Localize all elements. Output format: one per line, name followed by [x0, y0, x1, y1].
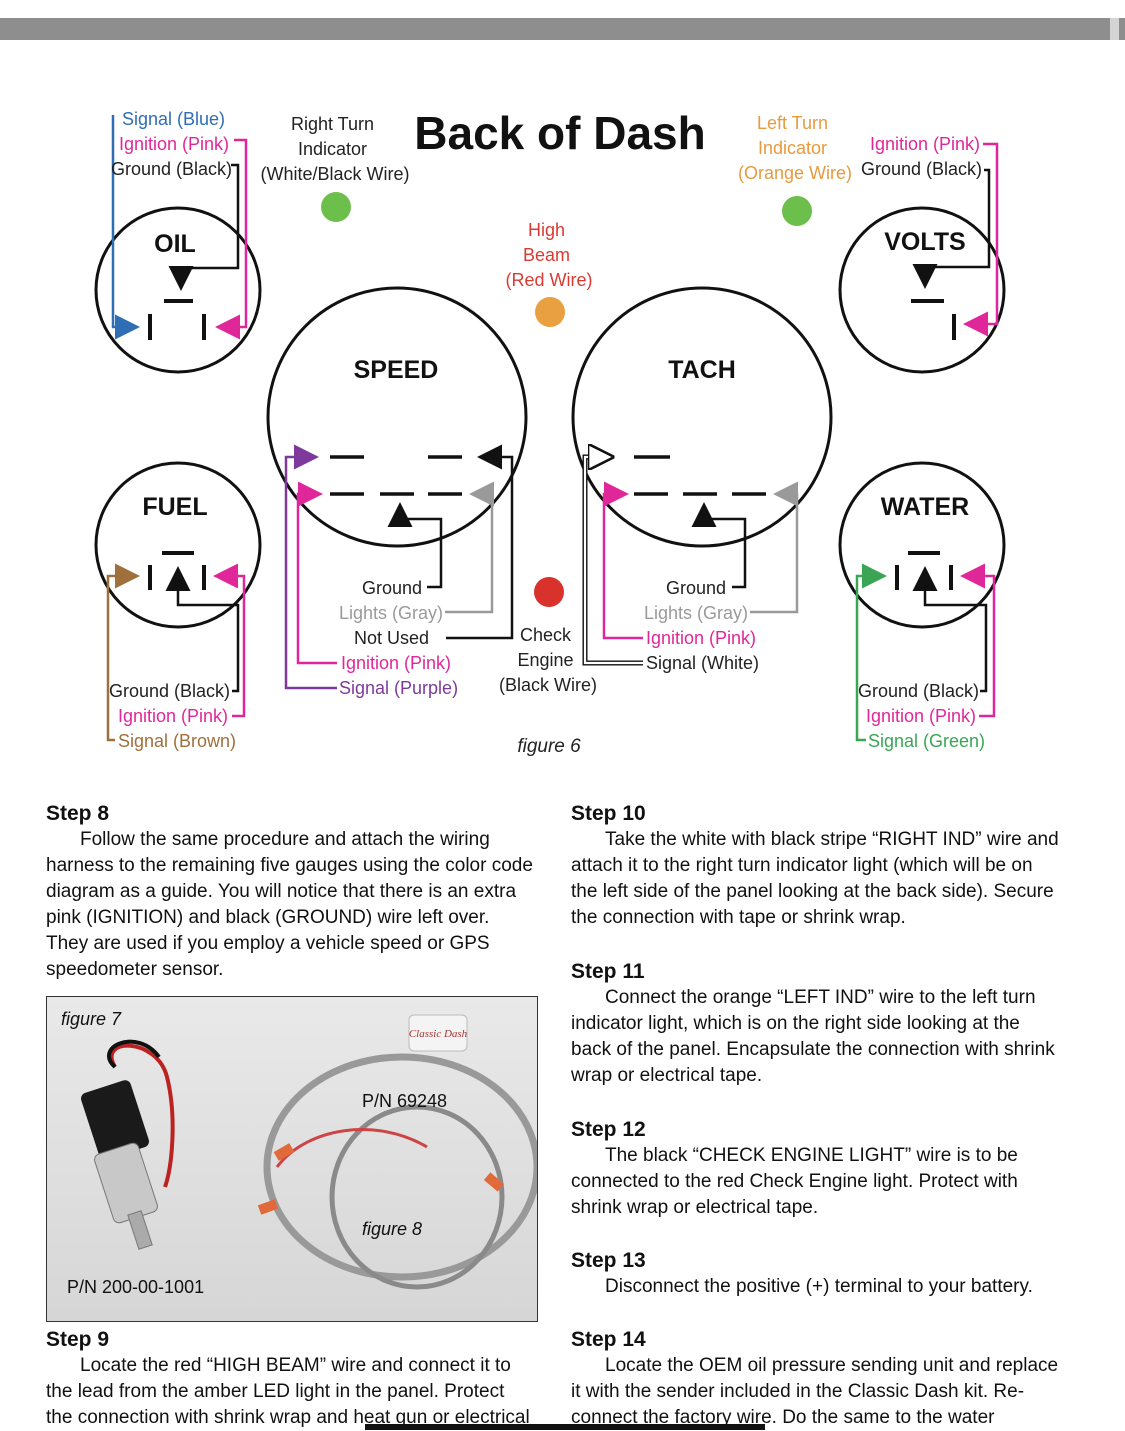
volts-ground-label: Ground (Black) — [861, 159, 982, 179]
fuel-ignition-label: Ignition (Pink) — [118, 706, 228, 726]
left-turn-label: Left Turn Indicator (Orange Wire) — [738, 113, 852, 183]
oil-signal-label: Signal (Blue) — [122, 109, 225, 129]
speed-notused-label: Not Used — [354, 628, 429, 648]
speed-gauge — [266, 286, 528, 548]
water-wiring: Ground (Black) Ignition (Pink) Signal (G… — [855, 551, 996, 751]
tach-ignition-label: Ignition (Pink) — [646, 628, 756, 648]
step-13-title: Step 13 — [571, 1249, 646, 1272]
step-14-title: Step 14 — [571, 1328, 646, 1351]
fuel-gauge-title: FUEL — [142, 493, 207, 521]
step-11: Step 11 Connect the orange “LEFT IND” wi… — [571, 959, 1061, 1089]
fuel-gauge — [94, 461, 262, 629]
step-10: Step 10 Take the white with black stripe… — [571, 801, 1061, 931]
step-13: Step 13 Disconnect the positive (+) term… — [571, 1248, 1061, 1300]
step-12-text: The black “CHECK ENGINE LIGHT” wire is t… — [571, 1145, 1018, 1218]
oil-ignition-label: Ignition (Pink) — [119, 134, 229, 154]
sensor-and-harness-illustration: Classic Dash — [81, 1014, 537, 1290]
speed-ignition-label: Ignition (Pink) — [341, 653, 451, 673]
step-10-text: Take the white with black stripe “RIGHT … — [571, 829, 1059, 928]
step-10-title: Step 10 — [571, 802, 646, 825]
tach-lights-label: Lights (Gray) — [644, 603, 748, 623]
water-gauge-title: WATER — [881, 493, 969, 521]
figure-8-caption: figure 8 — [362, 1219, 423, 1239]
step-9: Step 9 Locate the red “HIGH BEAM” wire a… — [46, 1327, 536, 1431]
speed-signal-label: Signal (Purple) — [339, 678, 458, 698]
speed-lights-label: Lights (Gray) — [339, 603, 443, 623]
water-ignition-label: Ignition (Pink) — [866, 706, 976, 726]
oil-gauge — [94, 206, 262, 374]
speed-gauge-title: SPEED — [354, 356, 439, 384]
water-ground-label: Ground (Black) — [858, 681, 979, 701]
top-bar-end — [1110, 18, 1119, 40]
tach-ground-label: Ground — [666, 578, 726, 598]
classic-dash-logo: Classic Dash — [409, 1028, 468, 1040]
figure-7-8-photo: figure 7 Classic Dash P/N 69248 figure 8… — [46, 996, 538, 1322]
fuel-signal-label: Signal (Brown) — [118, 731, 236, 751]
step-8-title: Step 8 — [46, 802, 110, 825]
volts-ignition-label: Ignition (Pink) — [870, 134, 980, 154]
step-9-title: Step 9 — [46, 1328, 110, 1351]
speed-wiring: Ground Lights (Gray) Not Used Ignition (… — [284, 444, 514, 698]
water-signal-label: Signal (Green) — [868, 731, 985, 751]
volts-gauge-title: VOLTS — [884, 228, 965, 256]
tach-gauge — [571, 286, 833, 548]
step-8-text: Follow the same procedure and attach the… — [46, 829, 533, 980]
step-11-text: Connect the orange “LEFT IND” wire to th… — [571, 987, 1055, 1086]
tach-wiring: Ground Lights (Gray) Ignition (Pink) Sig… — [582, 457, 799, 673]
high-beam-label: High Beam (Red Wire) — [505, 220, 592, 290]
high-beam-light — [535, 297, 565, 327]
tach-signal-label: Signal (White) — [646, 653, 759, 673]
oil-ground-label: Ground (Black) — [111, 159, 232, 179]
speed-ground-label: Ground — [362, 578, 422, 598]
top-bar — [0, 18, 1125, 40]
right-turn-label: Right Turn Indicator (White/Black Wire) — [260, 114, 409, 184]
water-gauge — [838, 461, 1006, 629]
check-engine-label: Check Engine (Black Wire) — [499, 625, 597, 695]
diagram-title: Back of Dash — [414, 107, 705, 159]
check-engine-light — [534, 577, 564, 607]
right-turn-indicator-light — [321, 192, 351, 222]
step-8: Step 8 Follow the same procedure and att… — [46, 801, 536, 983]
step-12-title: Step 12 — [571, 1118, 646, 1141]
harness-part-number: P/N 69248 — [362, 1091, 448, 1111]
volts-wiring: Ignition (Pink) Ground (Black) — [861, 134, 999, 340]
sensor-part-number: P/N 200-00-1001 — [67, 1277, 205, 1297]
figure-6-caption: figure 6 — [517, 736, 581, 757]
left-turn-indicator-light — [782, 196, 812, 226]
oil-wiring: Signal (Blue) Ignition (Pink) Ground (Bl… — [111, 109, 248, 340]
back-of-dash-diagram: Back of Dash OIL VOLTS FUEL WATER SPEED … — [94, 107, 1006, 757]
step-12: Step 12 The black “CHECK ENGINE LIGHT” w… — [571, 1117, 1061, 1221]
scroll-indicator[interactable] — [365, 1424, 765, 1430]
step-14: Step 14 Locate the OEM oil pressure send… — [571, 1327, 1061, 1431]
volts-gauge — [838, 206, 1006, 374]
step-14-text: Locate the OEM oil pressure sending unit… — [571, 1355, 1059, 1428]
tach-gauge-title: TACH — [668, 356, 736, 384]
step-9-text: Locate the red “HIGH BEAM” wire and conn… — [46, 1355, 530, 1428]
step-13-text: Disconnect the positive (+) terminal to … — [605, 1276, 1033, 1297]
fuel-ground-label: Ground (Black) — [109, 681, 230, 701]
oil-gauge-title: OIL — [154, 230, 196, 258]
step-11-title: Step 11 — [571, 960, 645, 983]
fuel-wiring: Ground (Black) Ignition (Pink) Signal (B… — [106, 551, 246, 751]
figure-7-caption: figure 7 — [61, 1009, 122, 1029]
